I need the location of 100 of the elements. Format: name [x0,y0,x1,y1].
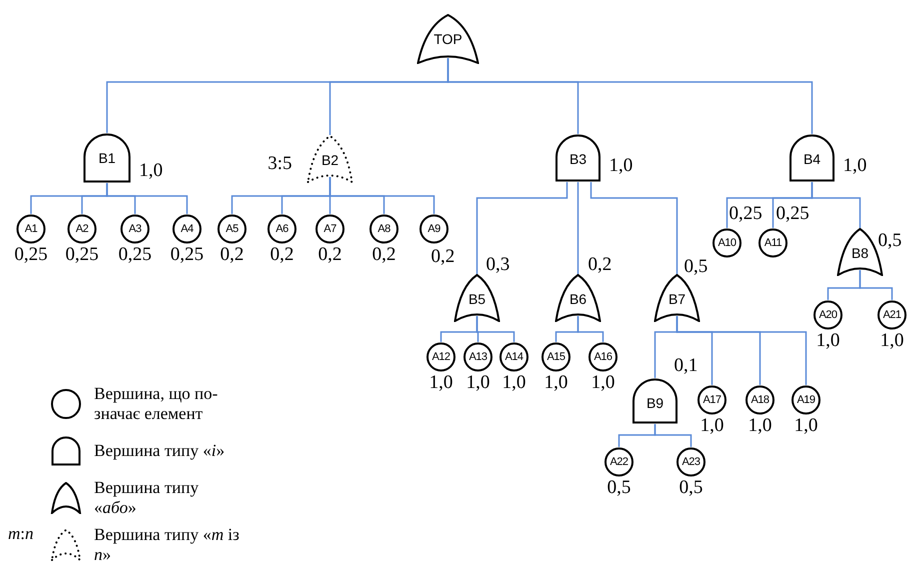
probability-label: 1,0 [843,155,867,177]
probability-label: 1,0 [139,160,163,182]
probability-label: 1,0 [793,415,819,437]
probability-label: 0,25 [169,244,205,266]
node-label: A3 [128,224,142,235]
event-circle [463,342,493,372]
and-gate [789,134,835,182]
node-label: A17 [702,395,722,406]
event-circle [604,447,634,477]
event-circle [217,214,247,244]
probability-label: 0,5 [606,477,632,499]
node-label: A18 [750,395,770,406]
and-gate [83,133,131,183]
probability-label: 1,0 [543,372,569,394]
node-label: A8 [376,224,392,235]
node-label: A20 [818,310,838,321]
node-label: A2 [74,224,90,235]
legend-text: Вершина типу «m із n» [94,525,240,563]
node-label: B1 [97,151,117,165]
node-label: B4 [802,152,822,166]
event-circle [426,342,456,372]
node-label: A9 [426,224,442,235]
probability-label: 1,0 [879,330,905,352]
node-label: A13 [468,352,488,363]
probability-label: 0,3 [486,254,510,276]
probability-label: 0,2 [588,254,612,276]
probability-label: 0,2 [431,246,455,268]
event-circle [67,214,97,244]
legend-text: Вершина типу «або» [94,478,200,518]
or-gate [654,274,700,322]
connector-line [654,424,692,447]
connector-line [811,182,861,228]
probability-label: 0,2 [269,244,295,266]
connector-line [577,182,579,274]
probability-label: 1,0 [699,415,725,437]
connector-line [476,316,515,342]
probability-label: 0,1 [674,355,698,377]
node-label: A11 [763,238,783,249]
node-label: A6 [274,224,290,235]
event-circle [541,342,571,372]
or-gate [454,274,500,322]
event-circle [712,228,742,258]
event-circle [697,385,727,415]
node-label: A4 [180,224,194,235]
gate-type-label: m:n [8,525,34,542]
event-circle [172,214,202,244]
probability-label: 0,5 [678,477,704,499]
legend-text: Вершина типу «і» [94,441,226,461]
event-circle [813,300,843,330]
or-gate [555,274,601,322]
event-circle [120,214,150,244]
probability-label: 0,25 [13,244,49,266]
and-gate [632,378,678,424]
probability-label: 3:5 [268,153,292,175]
event-circle [16,214,46,244]
probability-label: 0,5 [684,256,708,278]
node-label: B5 [467,292,487,306]
probability-label: 1,0 [590,372,616,394]
event-circle [877,300,907,330]
connector-line [590,182,678,274]
probability-label: 1,0 [747,415,773,437]
node-label: B3 [568,152,588,166]
probability-label: 0,5 [878,230,902,252]
event-circle [267,214,297,244]
probability-label: 0,25 [729,203,762,225]
connector-line [577,316,604,342]
connector-line [106,183,188,214]
node-label: A21 [882,310,902,321]
probability-label: 1,0 [815,330,841,352]
node-label: B2 [320,153,340,167]
legend-text: Вершина, що по- значає елемент [94,384,219,424]
node-label: A5 [224,224,240,235]
connector-line [476,182,568,274]
node-label: B9 [645,396,665,410]
node-label: B8 [850,246,870,260]
node-label: B7 [667,292,687,306]
probability-label: 0,25 [117,244,153,266]
node-label: A10 [716,238,738,249]
node-label: A7 [322,224,338,235]
probability-label: 0,2 [219,244,245,266]
node-label: A15 [546,352,566,363]
k-of-n-gate [307,135,353,183]
node-label: A12 [430,352,452,363]
node-label: A23 [680,457,702,468]
probability-label: 0,25 [776,203,810,225]
probability-label: 0,2 [371,244,397,266]
node-label: A16 [592,352,614,363]
probability-label: 0,2 [317,244,343,266]
event-circle [419,214,449,244]
event-circle [499,342,529,372]
event-circle [369,214,399,244]
node-label: B6 [568,292,588,306]
event-circle [758,228,788,258]
node-label: TOP [432,32,464,46]
node-label: A19 [796,395,816,406]
connector-line [447,58,813,134]
event-circle [676,447,706,477]
probability-label: 1,0 [428,372,454,394]
probability-label: 1,0 [609,155,633,177]
or-gate [417,14,479,64]
